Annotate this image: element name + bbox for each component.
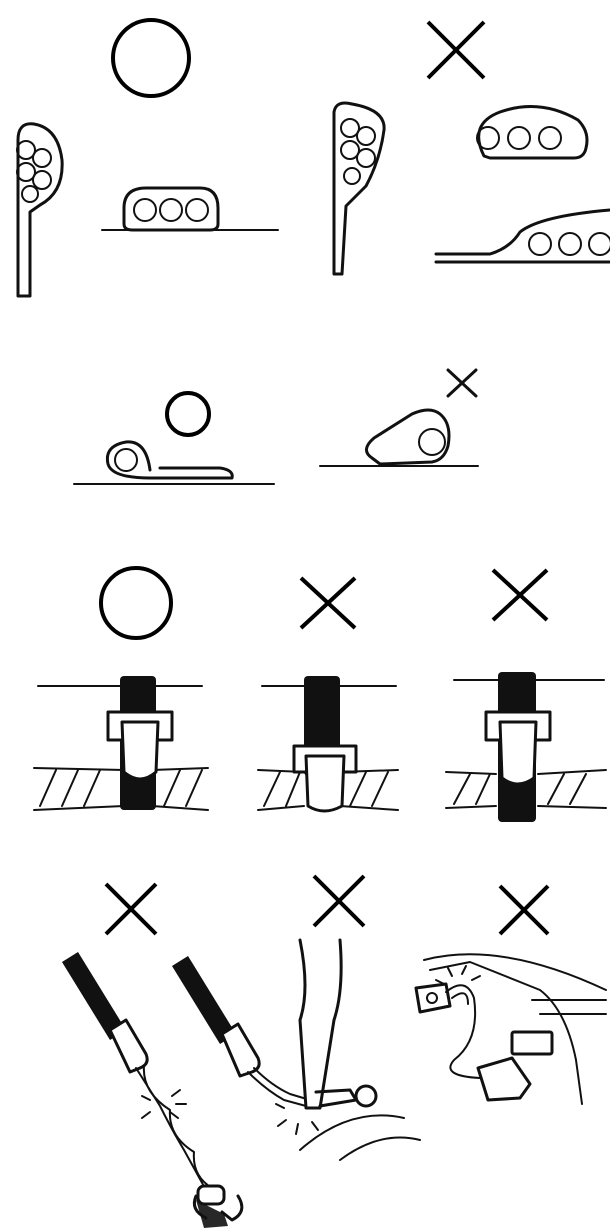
incorrect-cross-mark-1 [106, 884, 156, 934]
correct-circle-mark-small [167, 393, 209, 435]
band-clip-offset-bad [446, 672, 606, 822]
incorrect-cross-mark-3 [500, 886, 548, 934]
sloped-clamp-bad [436, 210, 610, 262]
loop-clamp-good [74, 442, 274, 484]
loose-clamp-bad [477, 107, 587, 158]
band-clip-low-bad [258, 676, 398, 811]
tight-clamp-bad [320, 410, 478, 466]
section-wire-bundle-clamping [17, 20, 610, 296]
incorrect-cross-mark [428, 22, 484, 78]
vertical-clamp-good [17, 124, 62, 296]
incorrect-cross-mark-1 [301, 578, 355, 628]
correct-circle-mark [101, 568, 171, 638]
vertical-clamp-bad [334, 103, 384, 274]
pinched-wire-bad [416, 954, 606, 1104]
incorrect-cross-mark-2 [493, 570, 547, 620]
section-single-wire-clamp [74, 370, 478, 484]
horizontal-clamp-good [102, 188, 278, 230]
section-band-clip-position [34, 568, 606, 822]
correct-circle-mark [113, 20, 189, 96]
incorrect-cross-mark-small [448, 370, 476, 396]
section-wire-handling-prohibited [62, 876, 606, 1228]
incorrect-cross-mark-2 [314, 876, 364, 926]
twisting-wire-bad [62, 952, 242, 1228]
band-clip-good [34, 676, 208, 810]
pliers-pulling-bad [172, 940, 420, 1160]
